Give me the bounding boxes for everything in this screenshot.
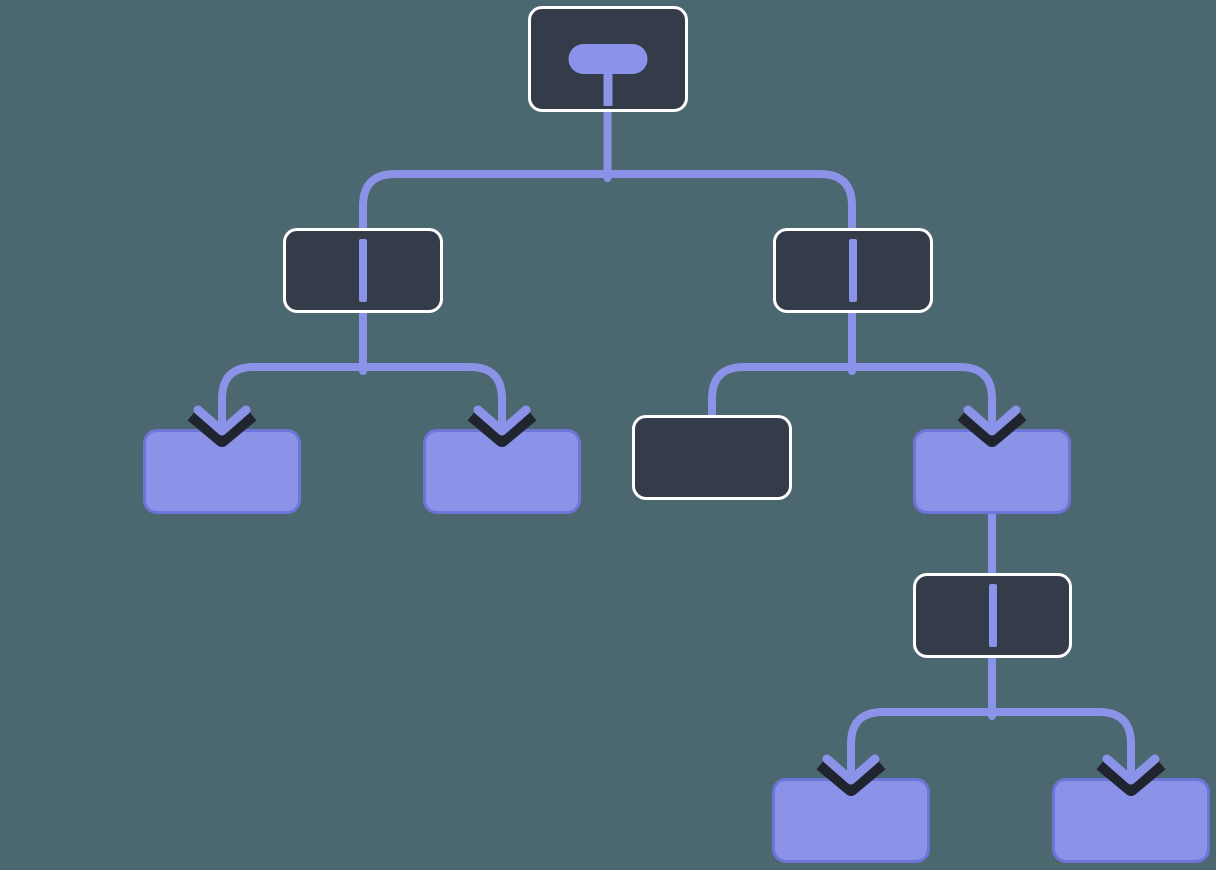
branch-node-right[interactable] [773, 228, 933, 313]
pass-through-line [849, 239, 857, 302]
pass-through-line [988, 584, 997, 647]
leaf-node-4[interactable] [772, 778, 930, 863]
root-node[interactable] [528, 6, 688, 112]
branch-node-lower[interactable] [913, 573, 1072, 658]
dark-leaf-node[interactable] [632, 415, 792, 500]
leaf-node-1[interactable] [143, 429, 301, 514]
root-pill-icon [568, 44, 648, 74]
root-pill-stem [603, 69, 613, 106]
leaf-node-2[interactable] [423, 429, 581, 514]
leaf-node-5[interactable] [1052, 778, 1210, 863]
pass-through-line [359, 239, 367, 302]
branch-node-left[interactable] [283, 228, 443, 313]
leaf-node-3[interactable] [913, 429, 1071, 514]
